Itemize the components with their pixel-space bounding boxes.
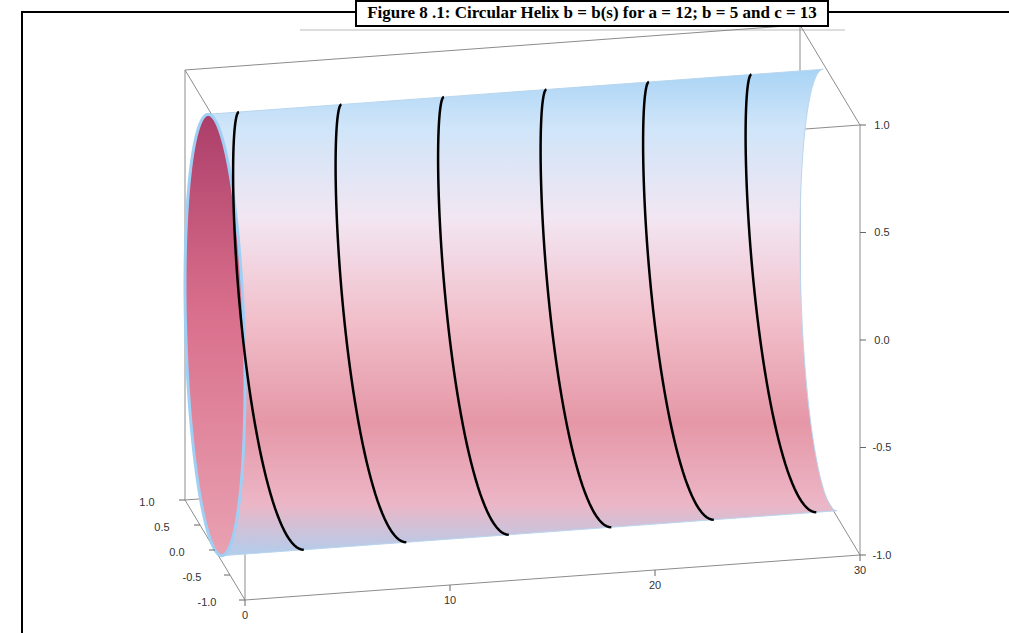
axis-tick xyxy=(239,600,245,601)
helix-curve xyxy=(541,90,612,528)
axis-tick-label: 1.0 xyxy=(139,497,154,508)
axis-tick xyxy=(860,232,866,233)
axis-tick xyxy=(209,550,215,551)
axis-tick xyxy=(860,125,866,126)
helix-curve xyxy=(643,82,714,520)
helix-curve xyxy=(233,112,304,550)
axis-tick xyxy=(179,500,185,501)
axis-tick xyxy=(860,555,866,556)
axis-tick-label: -0.5 xyxy=(183,572,202,583)
axis-tick xyxy=(245,600,246,606)
axis-tick-label: 20 xyxy=(649,580,661,591)
axis-tick-label: -1.0 xyxy=(873,550,892,561)
helix-curve xyxy=(336,105,407,543)
axis-tick xyxy=(860,447,866,448)
helix-curve xyxy=(438,97,509,535)
axis-tick-label: 0.5 xyxy=(874,227,889,238)
axis-tick xyxy=(450,585,451,591)
axis-tick xyxy=(194,525,200,526)
cylinder-opening xyxy=(185,114,245,555)
figure-frame xyxy=(22,12,1009,633)
cylinder-surface xyxy=(185,69,837,555)
axis-tick xyxy=(224,575,230,576)
figure-title: Figure 8 .1: Circular Helix b = b(s) for… xyxy=(355,0,829,27)
axis-tick-label: -1.0 xyxy=(198,597,217,608)
axis-tick-label: -0.5 xyxy=(873,442,892,453)
plot-border xyxy=(300,30,845,31)
helix-curve xyxy=(746,75,817,513)
axis-tick-label: 0.0 xyxy=(874,335,889,346)
axis-tick-label: 0 xyxy=(242,610,248,621)
axis-tick-label: 0.0 xyxy=(169,547,184,558)
axis-tick-label: 1.0 xyxy=(874,120,889,131)
bounding-box-edge xyxy=(245,555,860,600)
axis-tick-label: 30 xyxy=(854,565,866,576)
axis-tick-label: 10 xyxy=(444,595,456,606)
axis-tick xyxy=(655,570,656,576)
axis-tick-label: 0.5 xyxy=(154,522,169,533)
axis-tick xyxy=(860,340,866,341)
axis-tick xyxy=(860,555,861,561)
bounding-box-edge xyxy=(185,25,800,70)
